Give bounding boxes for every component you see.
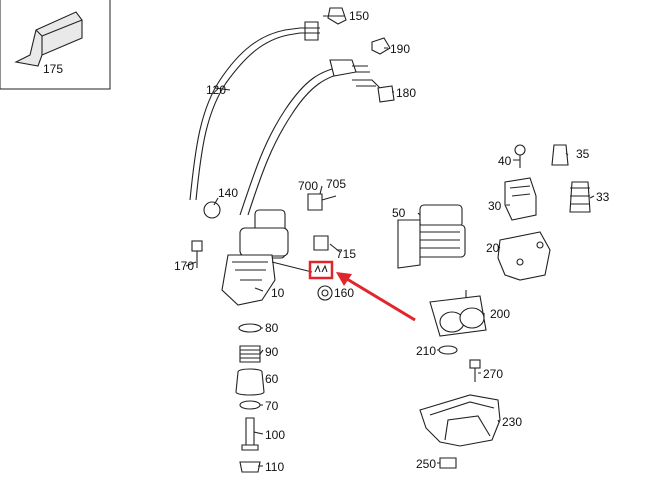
air-lines bbox=[189, 21, 381, 216]
callout-30: 30 bbox=[488, 199, 502, 213]
callout-175: 175 bbox=[43, 62, 63, 76]
callout-250: 250 bbox=[416, 457, 436, 471]
highlight-arrow-head bbox=[336, 272, 352, 286]
connector-mid bbox=[329, 59, 357, 77]
bracket-20-hole-a bbox=[536, 241, 544, 249]
callout-70: 70 bbox=[265, 399, 279, 413]
fitting-33 bbox=[569, 181, 591, 213]
nut-160-hole bbox=[321, 289, 329, 297]
compressor-50-upper bbox=[419, 204, 463, 228]
nut-210 bbox=[438, 345, 458, 355]
bolt-170-head bbox=[191, 240, 203, 252]
bolt-270-head bbox=[469, 359, 481, 369]
callout-705: 705 bbox=[326, 177, 346, 191]
part-175-edge bbox=[35, 19, 83, 55]
callout-35: 35 bbox=[576, 147, 590, 161]
part-180 bbox=[377, 85, 395, 103]
relay-30 bbox=[504, 177, 537, 221]
inset-175: 175 bbox=[0, 0, 111, 90]
callout-170: 170 bbox=[174, 259, 194, 273]
relay-pins bbox=[314, 264, 328, 273]
callout-80: 80 bbox=[265, 321, 279, 335]
callout-labels: 150 190 180 120 140 700 705 715 170 10 1… bbox=[174, 9, 610, 474]
callout-40: 40 bbox=[498, 154, 512, 168]
shield-230 bbox=[419, 394, 501, 447]
fitting-33-threads bbox=[570, 187, 590, 205]
callout-60: 60 bbox=[265, 372, 279, 386]
part-190 bbox=[371, 37, 391, 55]
callout-180: 180 bbox=[396, 86, 416, 100]
fittings-right bbox=[504, 144, 591, 221]
callout-150: 150 bbox=[349, 9, 369, 23]
callout-700: 700 bbox=[298, 179, 318, 193]
compressor-50 bbox=[397, 204, 466, 269]
part-700 bbox=[307, 193, 323, 211]
spring-90-coils bbox=[240, 349, 260, 359]
leaders bbox=[185, 15, 595, 467]
compressor-ribs bbox=[232, 261, 268, 281]
callout-20: 20 bbox=[486, 241, 500, 255]
callout-190: 190 bbox=[390, 42, 410, 56]
washer-70 bbox=[239, 400, 261, 410]
fasteners-bottom-right bbox=[438, 345, 481, 469]
callout-33: 33 bbox=[596, 190, 610, 204]
callout-10: 10 bbox=[271, 286, 285, 300]
inset-frame bbox=[0, 0, 111, 90]
callout-270: 270 bbox=[483, 367, 503, 381]
callout-715: 715 bbox=[336, 247, 356, 261]
relay-highlight bbox=[308, 260, 416, 322]
air-line-120-outer bbox=[189, 27, 301, 201]
callout-230: 230 bbox=[502, 415, 522, 429]
bracket-20 bbox=[497, 231, 551, 281]
part-140-clamp bbox=[203, 201, 221, 219]
bolt-100 bbox=[241, 417, 259, 451]
callout-100: 100 bbox=[265, 428, 285, 442]
nut-160 bbox=[317, 285, 333, 301]
air-line-120-inner bbox=[195, 32, 301, 201]
callout-140: 140 bbox=[218, 186, 238, 200]
screw-40-head bbox=[514, 144, 526, 156]
relay-30-detail bbox=[509, 185, 531, 197]
highlight-box bbox=[308, 260, 334, 280]
compressor-assembly-10 bbox=[221, 193, 329, 306]
air-line-main-outer bbox=[239, 65, 346, 216]
callout-90: 90 bbox=[265, 345, 279, 359]
part-175-bracket bbox=[14, 11, 83, 67]
part-715-block bbox=[313, 235, 329, 251]
callout-160: 160 bbox=[334, 286, 354, 300]
shield-230-body bbox=[419, 394, 501, 447]
compressor-cylinder-lower bbox=[239, 227, 289, 257]
fitting-35 bbox=[551, 144, 569, 166]
bracket-20-plate bbox=[497, 231, 551, 281]
callout-120: 120 bbox=[206, 83, 226, 97]
compressor-50-bracket bbox=[397, 219, 421, 269]
callout-200: 200 bbox=[490, 307, 510, 321]
mount-stack bbox=[235, 323, 265, 473]
callout-210: 210 bbox=[416, 344, 436, 358]
shield-230-folds bbox=[429, 401, 495, 441]
air-line-main-inner bbox=[247, 71, 349, 216]
callout-110: 110 bbox=[265, 460, 284, 474]
nut-110 bbox=[239, 461, 261, 473]
bolt-170 bbox=[191, 240, 203, 268]
nut-250 bbox=[439, 457, 457, 469]
leader-lines bbox=[185, 15, 595, 467]
connector-top bbox=[300, 21, 320, 41]
valve-block-200 bbox=[429, 290, 487, 337]
highlight-arrow-shaft bbox=[341, 274, 416, 322]
valve-solenoid-b bbox=[459, 307, 485, 329]
connector-mid-lines bbox=[352, 65, 381, 89]
bracket-20-hole-b bbox=[516, 258, 524, 266]
callout-50: 50 bbox=[392, 206, 406, 220]
washer-80 bbox=[238, 323, 262, 333]
part-160 bbox=[317, 285, 333, 301]
rubber-mount-60 bbox=[235, 368, 265, 396]
hose-to-relay bbox=[271, 261, 313, 273]
